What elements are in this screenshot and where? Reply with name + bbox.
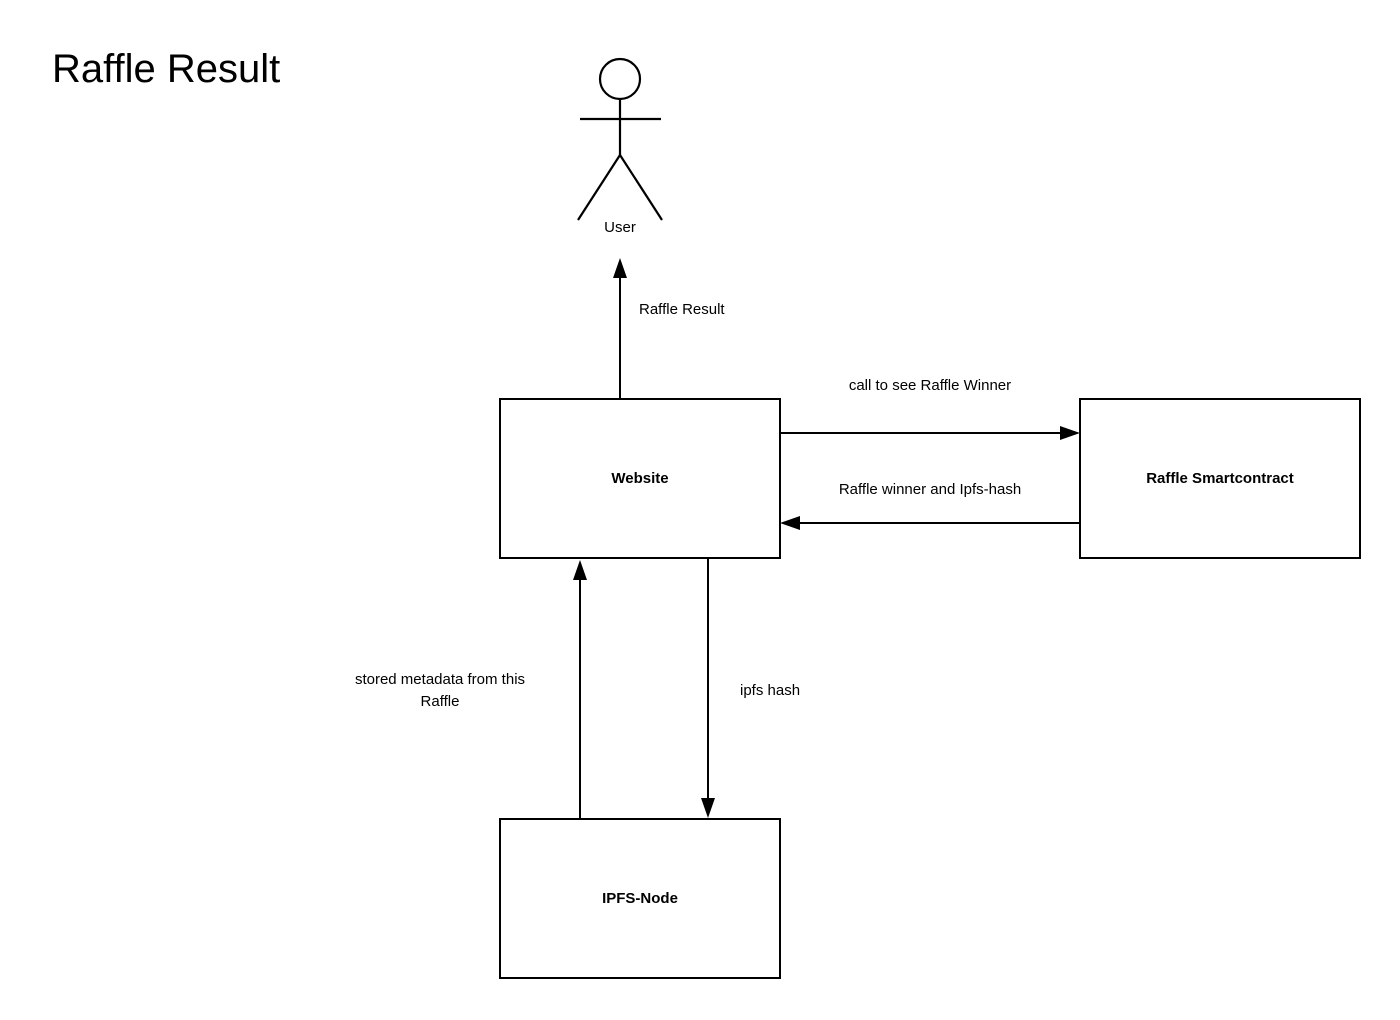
- edge-website-to-ipfsnode-arrowhead-icon: [701, 798, 715, 818]
- edge-website-to-user-label: Raffle Result: [639, 301, 725, 318]
- edge-ipfsnode-to-website-label-line1: stored metadata from this: [355, 671, 525, 688]
- edge-smartcontract-to-website-label: Raffle winner and Ipfs-hash: [839, 481, 1021, 498]
- edge-smartcontract-to-website: Raffle winner and Ipfs-hash: [780, 481, 1080, 530]
- edge-smartcontract-to-website-arrowhead-icon: [780, 516, 800, 530]
- actor-user[interactable]: User: [577, 57, 663, 236]
- edge-website-to-ipfsnode-label: ipfs hash: [740, 682, 800, 699]
- page-title: Raffle Result: [52, 47, 280, 91]
- edge-ipfsnode-to-website-arrowhead-icon: [573, 560, 587, 580]
- actor-left-leg-icon: [577, 154, 621, 221]
- edge-website-to-smartcontract: call to see Raffle Winner: [780, 377, 1080, 440]
- node-website-label: Website: [611, 470, 668, 487]
- actor-right-leg-icon: [619, 154, 663, 221]
- node-ipfs-node[interactable]: IPFS-Node: [499, 818, 781, 979]
- edge-website-to-ipfsnode: ipfs hash: [701, 558, 800, 818]
- node-raffle-smartcontract-rect: [1079, 398, 1361, 559]
- node-raffle-smartcontract-label: Raffle Smartcontract: [1146, 470, 1294, 487]
- edge-website-to-user: Raffle Result: [613, 258, 725, 399]
- node-ipfs-node-label: IPFS-Node: [602, 890, 678, 907]
- edge-ipfsnode-to-website: stored metadata from this Raffle: [355, 560, 587, 819]
- edge-website-to-smartcontract-arrowhead-icon: [1060, 426, 1080, 440]
- edge-ipfsnode-to-website-label-line2: Raffle: [421, 693, 460, 710]
- node-raffle-smartcontract[interactable]: Raffle Smartcontract: [1079, 398, 1361, 559]
- node-website[interactable]: Website: [499, 398, 781, 559]
- actor-user-label: User: [604, 219, 636, 236]
- actor-head-icon: [598, 57, 642, 101]
- node-website-rect: [499, 398, 781, 559]
- edge-website-to-smartcontract-label: call to see Raffle Winner: [849, 377, 1011, 394]
- node-ipfs-node-rect: [499, 818, 781, 979]
- edge-website-to-user-arrowhead-icon: [613, 258, 627, 278]
